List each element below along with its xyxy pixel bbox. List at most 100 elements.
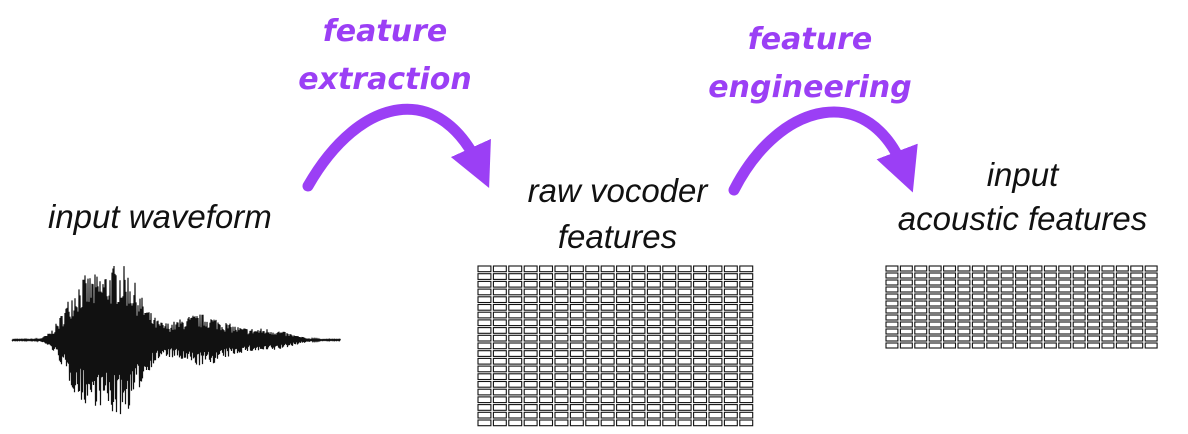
grid-cell — [662, 396, 677, 404]
grid-cell — [1072, 286, 1086, 293]
grid-cell — [477, 273, 492, 280]
grid-cell — [1087, 342, 1101, 349]
grid-cell — [1115, 272, 1129, 279]
grid-cell — [646, 296, 661, 304]
grid-cell — [508, 319, 523, 327]
grid-cell — [739, 350, 754, 357]
grid-cell — [616, 365, 631, 373]
grid-cell — [1144, 335, 1158, 342]
grid-cell — [1015, 300, 1029, 307]
grid-cell — [943, 307, 957, 314]
grid-cell — [693, 288, 708, 296]
grid-cell — [1072, 293, 1086, 300]
grid-cell — [899, 272, 913, 279]
grid-cell — [554, 411, 569, 419]
grid-cell — [646, 303, 661, 311]
grid-cell — [1058, 321, 1072, 328]
grid-cell — [569, 396, 584, 404]
grid-cell — [928, 300, 942, 307]
grid-cell — [616, 404, 631, 411]
grid-cell — [677, 334, 692, 342]
grid-cell — [492, 327, 507, 334]
grid-cell — [523, 319, 538, 327]
grid-cell — [539, 303, 554, 311]
grid-cell — [677, 411, 692, 419]
waveform-line — [11, 265, 342, 415]
grid-cell — [600, 273, 615, 280]
grid-cell — [569, 411, 584, 419]
grid-cell — [554, 380, 569, 388]
grid-cell — [569, 303, 584, 311]
grid-cell — [1029, 328, 1043, 335]
grid-cell — [539, 288, 554, 296]
grid-cell — [1115, 328, 1129, 335]
grid-cell — [899, 300, 913, 307]
grid-cell — [957, 272, 971, 279]
grid-cell — [928, 335, 942, 342]
grid-cell — [523, 288, 538, 296]
grid-cell — [1072, 307, 1086, 314]
grid-cell — [1087, 279, 1101, 286]
grid-cell — [585, 319, 600, 327]
input-acoustic-label-line2: acoustic features — [897, 200, 1148, 237]
grid-cell — [646, 311, 661, 319]
grid-cell — [631, 419, 646, 427]
grid-cell — [477, 365, 492, 373]
grid-cell — [677, 273, 692, 280]
grid-cell — [554, 303, 569, 311]
grid-cell — [539, 319, 554, 327]
grid-cell — [943, 335, 957, 342]
grid-cell — [508, 404, 523, 411]
grid-cell — [616, 419, 631, 427]
grid-cell — [477, 350, 492, 357]
grid-cell — [1015, 335, 1029, 342]
grid-cell — [508, 373, 523, 381]
grid-cell — [1000, 342, 1014, 349]
grid-cell — [693, 327, 708, 334]
grid-cell — [569, 319, 584, 327]
grid-cell — [677, 388, 692, 396]
grid-cell — [631, 311, 646, 319]
grid-cell — [492, 404, 507, 411]
raw-vocoder-label-line1: raw vocoder — [527, 172, 708, 209]
grid-cell — [1029, 314, 1043, 321]
grid-cell — [616, 396, 631, 404]
grid-cell — [693, 404, 708, 411]
grid-cell — [899, 335, 913, 342]
grid-cell — [600, 380, 615, 388]
grid-cell — [585, 388, 600, 396]
grid-cell — [1087, 321, 1101, 328]
grid-cell — [708, 365, 723, 373]
grid-cell — [1144, 342, 1158, 349]
grid-cell — [600, 342, 615, 350]
grid-cell — [1015, 293, 1029, 300]
grid-cell — [646, 350, 661, 357]
grid-cell — [492, 280, 507, 288]
grid-cell — [1144, 279, 1158, 286]
grid-cell — [1000, 307, 1014, 314]
grid-cell — [616, 311, 631, 319]
grid-cell — [1130, 335, 1144, 342]
grid-cell — [677, 357, 692, 365]
grid-cell — [477, 303, 492, 311]
grid-cell — [585, 273, 600, 280]
grid-cell — [1115, 293, 1129, 300]
grid-cell — [616, 273, 631, 280]
grid-cell — [885, 328, 899, 335]
grid-cell — [569, 404, 584, 411]
grid-cell — [1072, 272, 1086, 279]
grid-cell — [1101, 328, 1115, 335]
grid-cell — [523, 388, 538, 396]
grid-cell — [477, 342, 492, 350]
grid-cell — [943, 286, 957, 293]
grid-cell — [914, 272, 928, 279]
grid-cell — [523, 404, 538, 411]
grid-cell — [708, 357, 723, 365]
grid-cell — [662, 319, 677, 327]
grid-cell — [739, 373, 754, 381]
grid-cell — [554, 357, 569, 365]
grid-cell — [631, 404, 646, 411]
input-acoustic-label-line1: input — [986, 156, 1059, 193]
grid-cell — [492, 396, 507, 404]
grid-cell — [631, 296, 646, 304]
